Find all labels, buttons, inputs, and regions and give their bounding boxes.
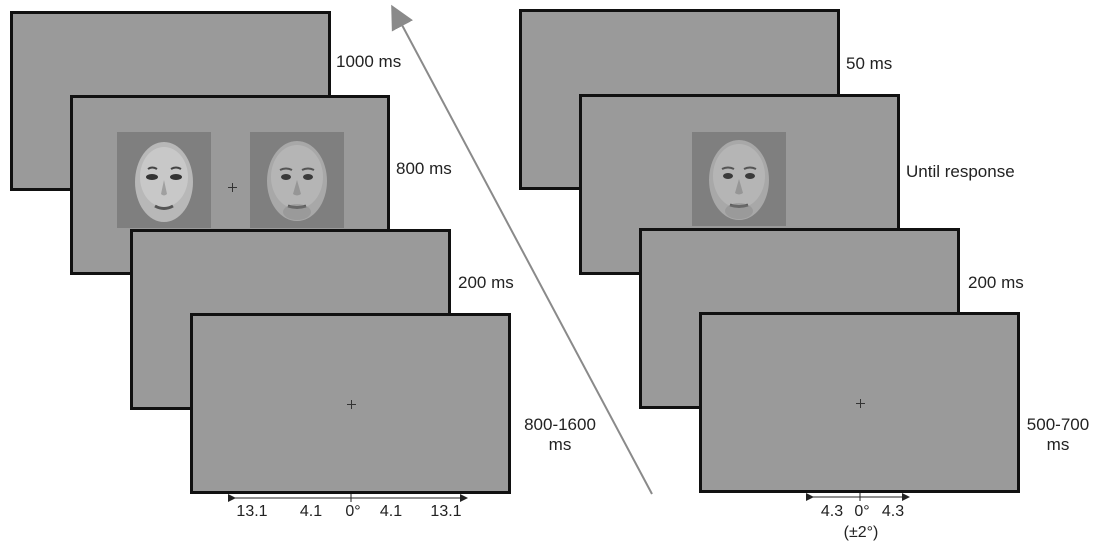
left-screen-4 [190, 313, 511, 494]
right-screen-4 [699, 312, 1020, 493]
axis-tick: 4.3 [820, 503, 844, 520]
duration-label: 50 ms [846, 54, 893, 73]
duration-label: 200 ms [968, 273, 1024, 292]
fixation-cross [856, 399, 865, 408]
face-image-left [117, 132, 211, 228]
duration-label: 1000 ms [336, 52, 402, 71]
axis-tick: 0° [345, 503, 361, 520]
face-image-right [250, 132, 344, 228]
duration-label: 500-700 ms [1020, 415, 1096, 455]
fixation-cross [347, 400, 356, 409]
axis-tick: 13.1 [236, 503, 268, 520]
duration-label: 800 ms [396, 159, 452, 178]
duration-line-2: ms [1046, 435, 1070, 454]
duration-label: 200 ms [458, 273, 514, 292]
axis-tick: 0° [854, 503, 870, 520]
fixation-cross [228, 183, 237, 192]
axis-note: (±2°) [843, 524, 879, 541]
duration-label: Until response [906, 162, 1015, 181]
face-image [692, 132, 786, 226]
axis-tick: 4.3 [881, 503, 905, 520]
axis-tick: 13.1 [430, 503, 462, 520]
duration-line-2: ms [548, 435, 572, 454]
duration-label: 800-1600 ms [515, 415, 605, 455]
axis-tick: 4.1 [299, 503, 323, 520]
axis-tick: 4.1 [379, 503, 403, 520]
duration-line-1: 500-700 [1026, 415, 1090, 434]
duration-line-1: 800-1600 [524, 415, 596, 434]
